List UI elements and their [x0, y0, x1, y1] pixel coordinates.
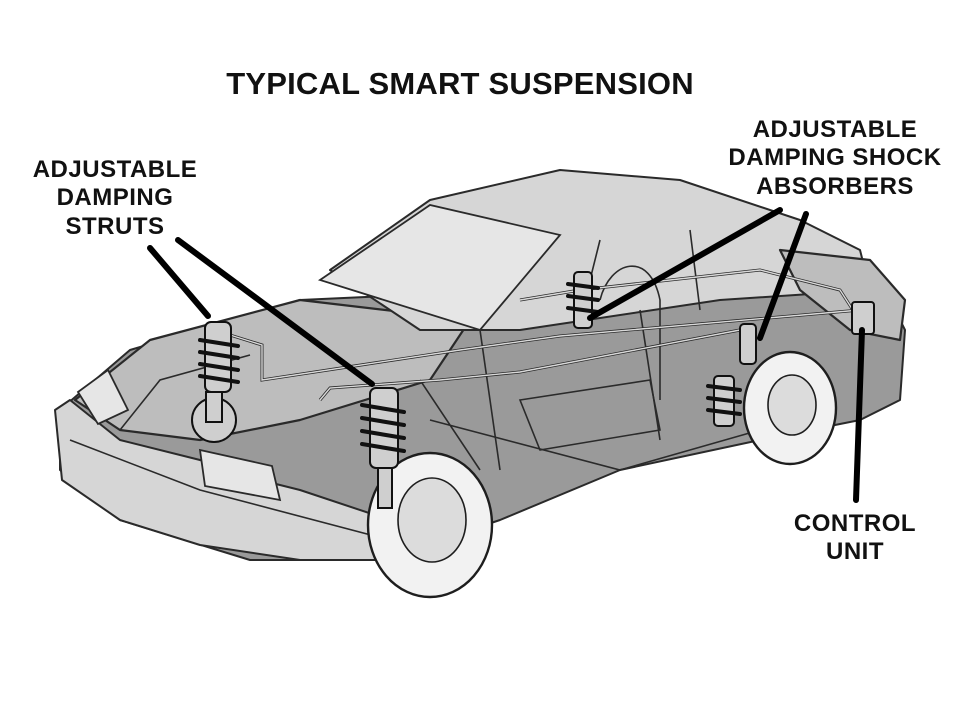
bumper-crease: [69, 439, 391, 541]
car-body: [54, 169, 907, 561]
seat-frame: [518, 379, 661, 451]
rear-shock-absorbers: [566, 271, 757, 427]
front-wheel-rim: [397, 477, 467, 563]
wheels: [366, 350, 838, 599]
front-right-strut: [360, 387, 406, 509]
diagram-title: TYPICAL SMART SUSPENSION: [226, 66, 694, 101]
leader-control-unit: [853, 327, 865, 503]
leader-shocks-front: [587, 207, 783, 321]
floor-frame: [419, 379, 761, 471]
car-windshield: [317, 204, 562, 332]
door-line-rear: [639, 309, 661, 441]
leader-struts-left: [147, 245, 211, 319]
rear-wheel-rim: [767, 374, 817, 436]
door-line-front: [479, 329, 501, 471]
leader-shocks-rear: [757, 211, 809, 341]
front-left-strut: [191, 321, 240, 443]
leader-lines: [147, 207, 865, 503]
leader-struts-right: [175, 237, 375, 387]
control-wiring: [229, 268, 861, 401]
label-adjustable-damping-struts: ADJUSTABLE DAMPING STRUTS: [32, 156, 198, 240]
label-control-unit: CONTROL UNIT: [793, 510, 917, 566]
right-headlight: [198, 448, 282, 502]
left-headlight: [76, 368, 130, 426]
label-adjustable-damping-shock-absorbers: ADJUSTABLE DAMPING SHOCK ABSORBERS: [728, 116, 942, 200]
